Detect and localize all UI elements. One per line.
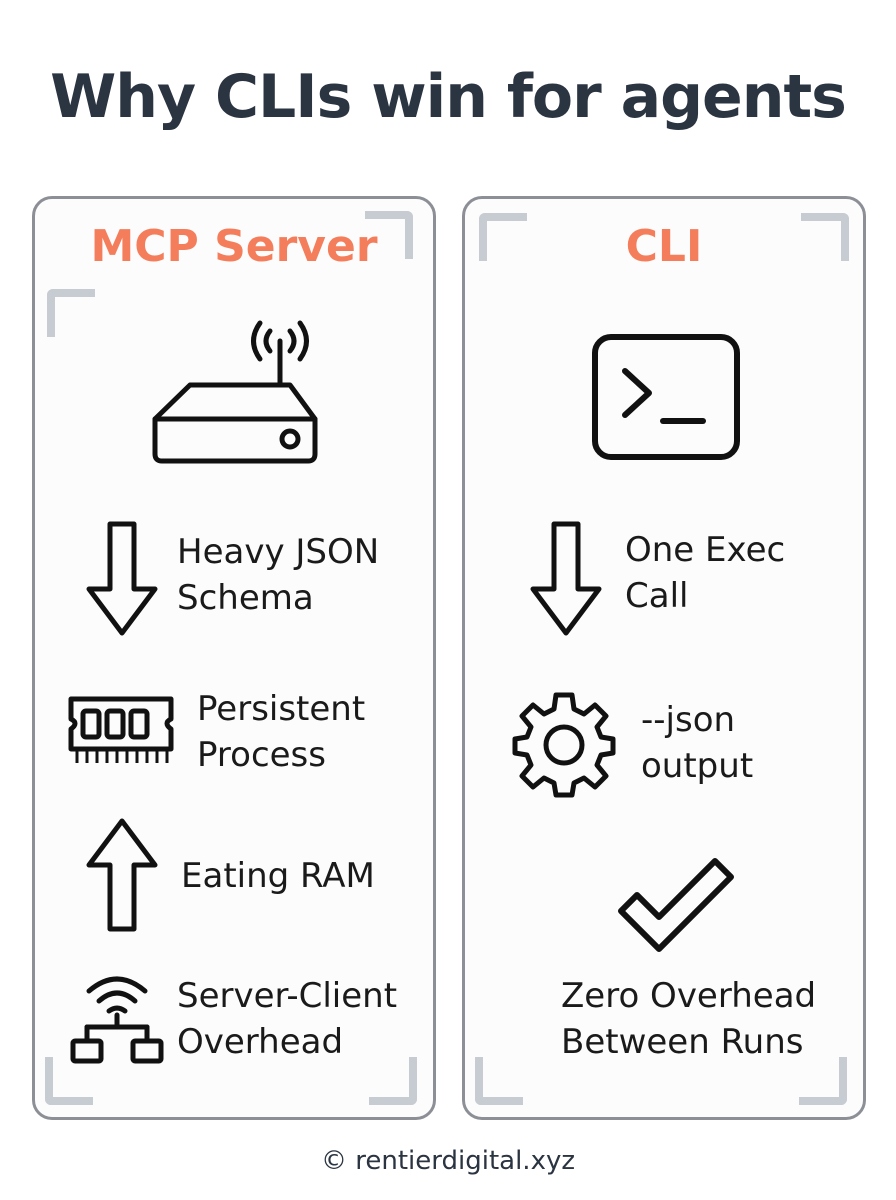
panel-corner-bracket <box>801 213 849 261</box>
panel-corner-bracket <box>365 211 413 259</box>
gear-icon <box>509 689 619 799</box>
panel-corner-bracket <box>47 289 95 337</box>
down-arrow-icon <box>85 521 159 637</box>
panel-corner-bracket <box>799 1057 847 1105</box>
cli-heading: CLI <box>625 221 703 272</box>
checkmark-icon <box>617 855 735 955</box>
panel-corner-bracket <box>479 213 527 261</box>
up-arrow-icon <box>85 817 159 933</box>
mcp-server-heading: MCP Server <box>90 221 378 272</box>
panel-corner-bracket <box>475 1057 523 1105</box>
memory-chip-icon <box>63 693 179 771</box>
terminal-icon <box>591 333 741 461</box>
router-icon <box>150 319 320 469</box>
eating-ram-label: Eating RAM <box>181 856 375 896</box>
network-icon <box>67 969 167 1069</box>
page-title: Why CLIs win for agents <box>50 62 847 132</box>
down-arrow-icon <box>529 521 603 637</box>
panel-corner-bracket <box>369 1057 417 1105</box>
footer-credit[interactable]: © rentierdigital.xyz <box>321 1146 575 1176</box>
panel-corner-bracket <box>45 1057 93 1105</box>
